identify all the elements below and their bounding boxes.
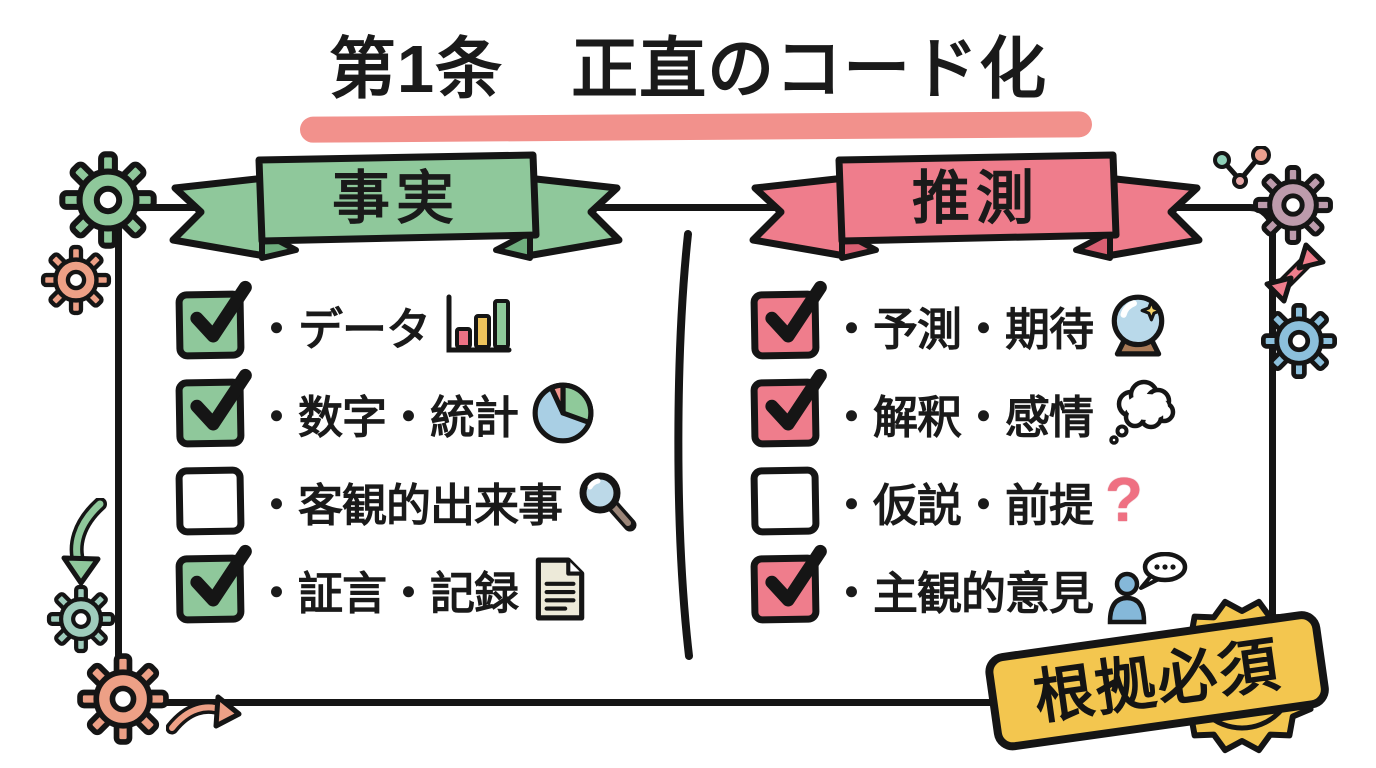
document-icon <box>530 556 588 622</box>
checked-checkbox <box>750 280 827 360</box>
gear-icon <box>46 584 116 659</box>
checklist-item-label: ・数字・統計 <box>254 391 519 443</box>
speculation-banner-label: 推測 <box>912 166 1040 231</box>
facts-banner: 事実 <box>165 146 627 268</box>
checked-checkbox <box>175 544 252 624</box>
checklist-row: ・仮説・前提? <box>750 466 1189 536</box>
gear-icon <box>40 244 112 321</box>
checkmark-icon <box>190 280 252 343</box>
checklist-item-label: ・証言・記録 <box>254 567 519 619</box>
facts-banner-label: 事実 <box>332 166 460 231</box>
speculation-checklist: ・予測・期待・解釈・感情・仮説・前提?・主観的意見 <box>750 280 1189 625</box>
checklist-item-label: ・客観的出来事 <box>254 479 563 531</box>
checklist-item-label: ・仮説・前提 <box>829 479 1094 531</box>
checkmark-icon <box>765 368 827 431</box>
empty-checkbox <box>750 466 820 536</box>
checklist-row: ・予測・期待 <box>750 280 1189 360</box>
bar-chart-icon <box>442 293 514 357</box>
facts-checklist: ・データ・数字・統計・客観的出来事・証言・記録 <box>175 280 638 624</box>
checklist-item-label: ・主観的意見 <box>829 567 1094 619</box>
checked-checkbox <box>175 280 252 360</box>
person-speech-icon <box>1105 552 1189 626</box>
checklist-row: ・客観的出来事 <box>175 466 638 536</box>
checklist-row: ・証言・記録 <box>175 544 638 624</box>
checkmark-icon <box>190 544 252 607</box>
main-panel-frame <box>115 204 1276 706</box>
curved-arrow-down-icon <box>58 497 114 591</box>
checked-checkbox <box>175 368 252 448</box>
thought-bubble-icon <box>1105 379 1181 447</box>
magnifier-icon <box>574 469 638 533</box>
checkmark-icon <box>765 280 827 343</box>
question-mark-icon: ? <box>1105 466 1143 535</box>
checkmark-icon <box>765 544 827 607</box>
checked-checkbox <box>750 368 827 448</box>
checklist-row: ・解釈・感情 <box>750 368 1189 448</box>
checklist-item-label: ・データ <box>254 303 431 355</box>
page-title-block: 第1条 正直のコード化 <box>0 18 1376 143</box>
page-title: 第1条 正直のコード化 <box>328 32 1048 107</box>
checklist-item-label: ・予測・期待 <box>829 303 1094 355</box>
evidence-required-stamp: 根拠必須 <box>980 588 1360 763</box>
checklist-item-label: ・解釈・感情 <box>829 391 1094 443</box>
checklist-row: ・主観的意見 <box>750 544 1189 625</box>
speculation-banner: 推測 <box>745 146 1207 268</box>
crystal-ball-icon <box>1105 292 1171 358</box>
molecule-icon <box>1212 145 1272 197</box>
checklist-row: ・数字・統計 <box>175 368 638 448</box>
pie-chart-icon <box>530 380 596 446</box>
checkmark-icon <box>190 368 252 431</box>
checklist-row: ・データ <box>175 280 638 360</box>
empty-checkbox <box>175 466 245 536</box>
checked-checkbox <box>750 544 827 624</box>
